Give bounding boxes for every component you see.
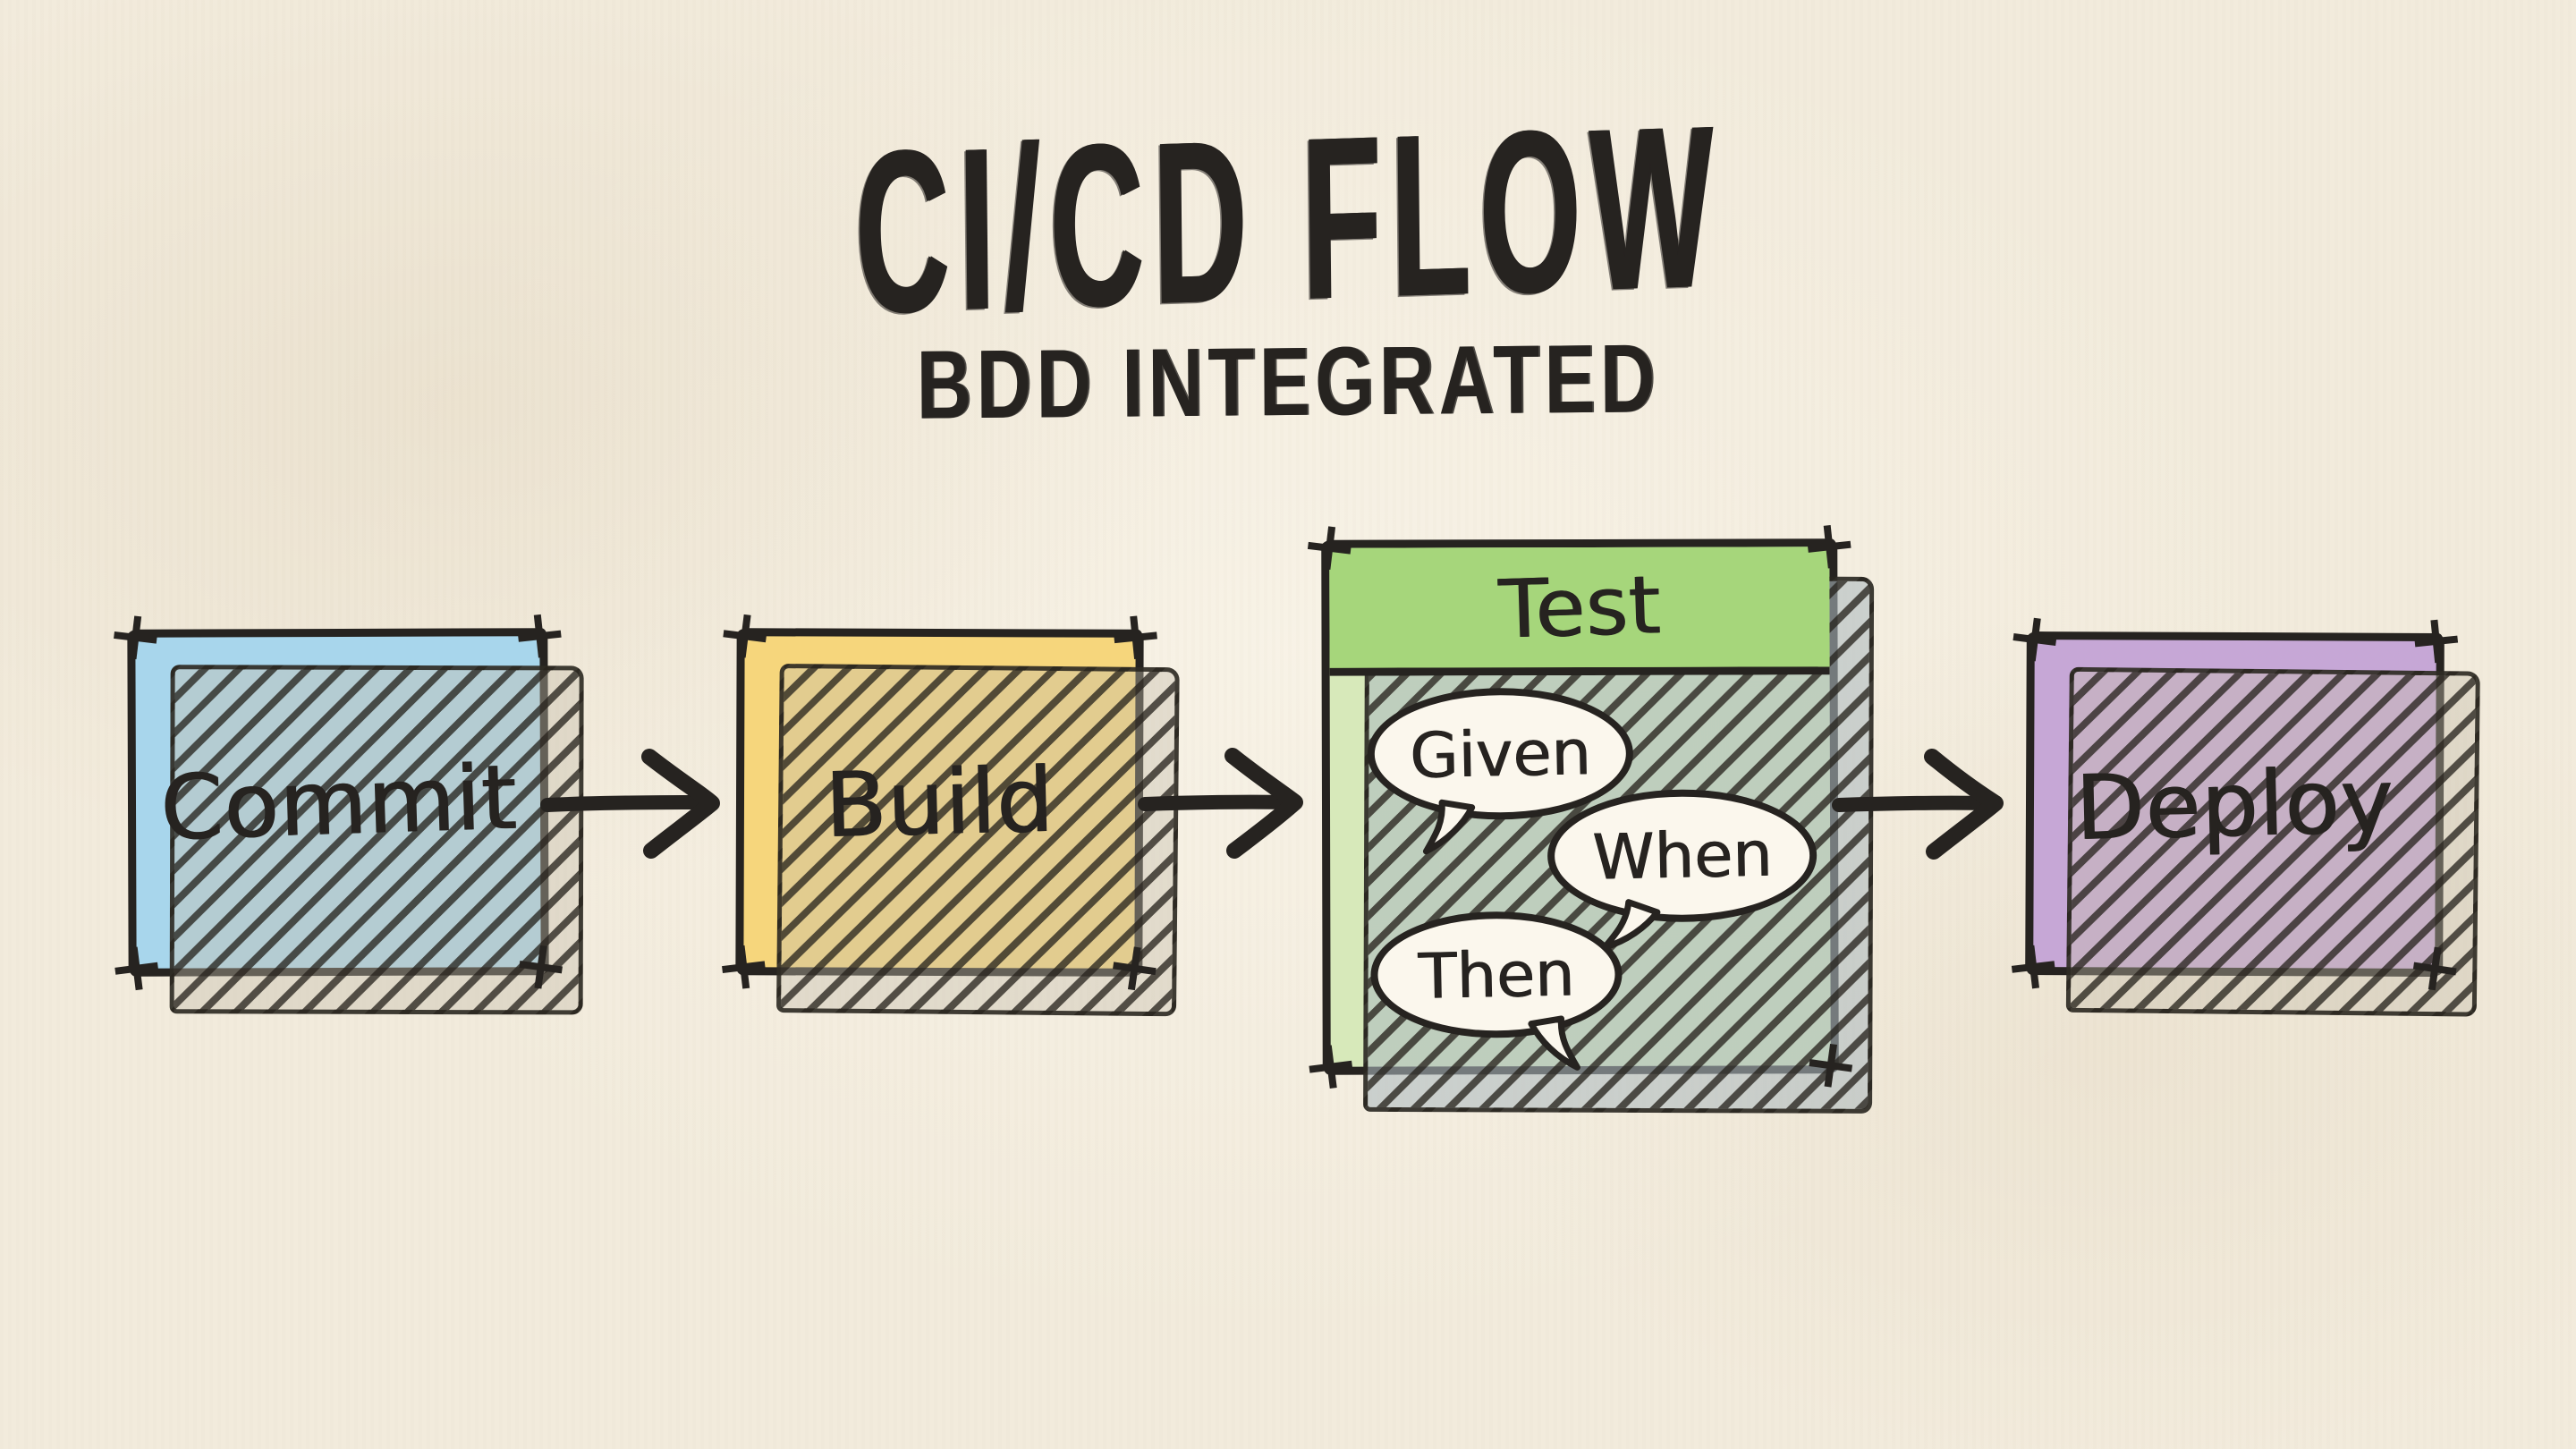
corner-sketch-mark <box>2412 617 2461 665</box>
arrow-head-icon <box>1924 749 2004 860</box>
speech-tail-icon <box>1528 1015 1580 1071</box>
arrow-head-icon <box>641 749 720 859</box>
corner-sketch-mark <box>112 944 161 993</box>
node-test-label: Test <box>1496 557 1663 657</box>
bubble-then: Then <box>1370 911 1623 1071</box>
corner-sketch-mark <box>515 612 564 660</box>
node-build: Build <box>719 612 1180 1017</box>
corner-sketch-mark <box>1112 614 1159 662</box>
speech-tail-icon <box>1422 799 1476 855</box>
bubble-when: When <box>1546 789 1818 951</box>
arrow-head-icon <box>1224 748 1303 859</box>
bubble-when-label: When <box>1591 817 1773 894</box>
page-title: CI/CD FLOW <box>0 63 2576 376</box>
node-build-label: Build <box>824 747 1055 858</box>
bubble-given: Given <box>1367 687 1634 855</box>
corner-sketch-mark <box>2010 615 2059 664</box>
corner-sketch-mark <box>720 612 769 661</box>
node-test: Test Given When Then <box>1305 522 1875 1114</box>
node-commit-label: Commit <box>157 744 519 860</box>
page-subtitle-text: BDD INTEGRATED <box>916 323 1660 440</box>
bubble-then-label: Then <box>1417 936 1576 1013</box>
node-deploy-label: Deploy <box>2074 748 2395 860</box>
node-test-body: Given When Then <box>1330 674 1831 1071</box>
page-title-text: CI/CD FLOW <box>852 76 1724 362</box>
node-test-header: Test <box>1329 547 1830 676</box>
node-deploy: Deploy <box>2009 615 2480 1017</box>
bubble-given-label: Given <box>1409 715 1592 792</box>
page-subtitle: BDD INTEGRATED <box>0 315 2576 449</box>
corner-sketch-mark <box>111 614 160 662</box>
node-commit: Commit <box>111 612 584 1015</box>
corner-sketch-mark <box>719 943 768 991</box>
corner-sketch-mark <box>2009 943 2057 991</box>
